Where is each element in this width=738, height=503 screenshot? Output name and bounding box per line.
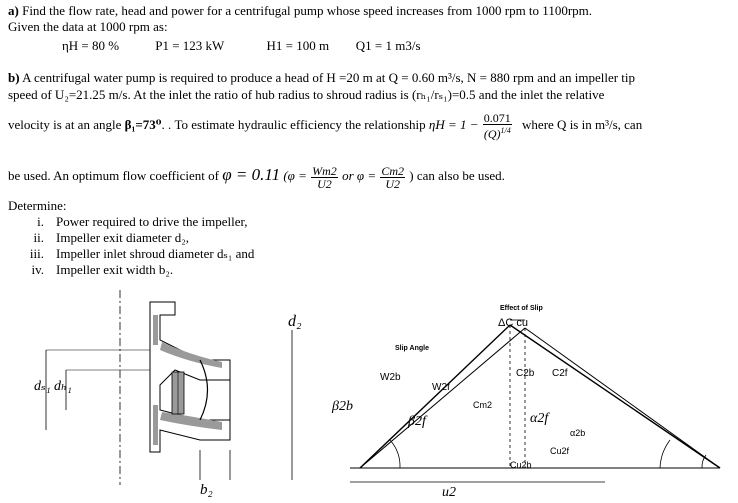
phi-numerator-1: Wm2 bbox=[311, 163, 338, 178]
list-item: iv. Impeller exit width b₂. bbox=[8, 262, 254, 278]
list-item-number: iii. bbox=[29, 246, 44, 261]
list-item: iii. Impeller inlet shroud diameter dₛ₁ a… bbox=[8, 246, 255, 262]
phi-def-1: (φ = bbox=[283, 168, 307, 183]
part-a-line1: a) Find the flow rate, head and power fo… bbox=[8, 3, 592, 19]
part-b-line1: b) A centrifugal water pump is required … bbox=[8, 70, 635, 86]
part-b-text4a: be used. An optimum flow coefficient of bbox=[8, 168, 223, 183]
label-cu2f: Cu2f bbox=[550, 446, 570, 456]
label-b2: b₂ bbox=[200, 482, 213, 498]
part-a-line2: Given the data at 1000 rpm as: bbox=[8, 19, 168, 34]
label-c2b: C2b bbox=[516, 368, 535, 379]
given-power: P1 = 123 kW bbox=[155, 38, 225, 53]
part-a-prefix: a) bbox=[8, 3, 19, 18]
efficiency-exponent: 1/4 bbox=[500, 126, 511, 136]
efficiency-numerator: 0.071 bbox=[482, 111, 512, 126]
efficiency-denominator: (Q)1/4 bbox=[483, 125, 512, 140]
part-b-text4b: ) can also be used. bbox=[409, 168, 505, 183]
label-w2b: W2b bbox=[380, 372, 401, 383]
list-item-text: Impeller exit diameter d₂, bbox=[56, 230, 190, 245]
label-effect-of-slip: Effect of Slip bbox=[500, 305, 543, 312]
label-u2: u2 bbox=[442, 485, 456, 500]
part-b-line2: speed of U₂=21.25 m/s. At the inlet the … bbox=[8, 87, 605, 102]
label-beta2b: β2b bbox=[331, 399, 353, 414]
label-delta-c: ΔC cu bbox=[498, 317, 528, 329]
part-b-text3a: velocity is at an angle bbox=[8, 117, 125, 132]
given-flow: Q1 = 1 m3/s bbox=[355, 38, 421, 53]
efficiency-equation: ηH = 1 − bbox=[428, 117, 479, 132]
label-alpha2f: α2f bbox=[530, 411, 550, 426]
part-b-text3c: where Q is in m³/s, can bbox=[522, 117, 643, 132]
part-b-line3: velocity is at an angle β₁=73⁰. . To est… bbox=[8, 110, 642, 140]
efficiency-denominator-base: (Q) bbox=[483, 127, 501, 142]
impeller-section-drawing: d₂ dₛ₁ dₕ₁ b₂ bbox=[34, 290, 302, 498]
given-head: H1 = 100 m bbox=[266, 38, 330, 53]
phi-def-2: or φ = bbox=[342, 168, 377, 183]
determine-heading: Determine: bbox=[8, 198, 67, 213]
label-slip-angle: Slip Angle bbox=[395, 345, 429, 352]
list-item-number: i. bbox=[37, 214, 44, 229]
phi-denominator-1: U2 bbox=[317, 176, 332, 191]
list-item-number: iv. bbox=[31, 262, 44, 277]
label-beta2f: β2f bbox=[407, 414, 428, 429]
phi-equation: φ = 0.11 bbox=[222, 165, 281, 184]
given-data: ηH = 80 % P1 = 123 kW H1 = 100 m Q1 = 1 … bbox=[62, 38, 421, 54]
label-d2: d₂ bbox=[288, 313, 302, 330]
phi-fraction-2: Cm2 U2 bbox=[380, 163, 406, 191]
label-cm2: Cm2 bbox=[473, 400, 492, 410]
list-item-number: ii. bbox=[33, 230, 44, 245]
list-item-text: Impeller exit width b₂. bbox=[56, 262, 174, 277]
part-b-prefix: b) bbox=[8, 70, 20, 85]
efficiency-fraction: 0.071 (Q)1/4 bbox=[482, 111, 512, 140]
beta1-angle: β₁=73⁰ bbox=[124, 117, 162, 132]
label-cu2b: Cu2b bbox=[510, 460, 532, 470]
label-w2f: W2f bbox=[432, 382, 450, 393]
label-ds1: dₛ₁ bbox=[34, 379, 51, 394]
phi-denominator-2: U2 bbox=[385, 176, 401, 191]
given-efficiency: ηH = 80 % bbox=[62, 38, 120, 53]
part-b-line4: be used. An optimum flow coefficient of … bbox=[8, 160, 505, 191]
part-b-text1: A centrifugal water pump is required to … bbox=[22, 70, 636, 85]
part-a-question: Find the flow rate, head and power for a… bbox=[22, 3, 593, 18]
part-b-text3b: . . To estimate hydraulic efficiency the… bbox=[161, 117, 429, 132]
velocity-triangle-drawing: u2 Effect of Slip ΔC cu Slip Angle W2b W… bbox=[331, 305, 721, 500]
list-item: i. Power required to drive the impeller, bbox=[8, 214, 254, 230]
list-item: ii. Impeller exit diameter d₂, bbox=[8, 230, 254, 246]
label-dh1: dₕ₁ bbox=[54, 379, 72, 394]
list-item-text: Power required to drive the impeller, bbox=[56, 214, 248, 229]
determine-list: i.Power required to drive the impeller, … bbox=[8, 214, 255, 278]
label-c2f: C2f bbox=[552, 368, 568, 379]
label-alpha2b: α2b bbox=[570, 428, 585, 438]
list-item-text: Impeller inlet shroud diameter dₛ₁ and bbox=[56, 246, 255, 261]
phi-fraction-1: Wm2 U2 bbox=[311, 165, 338, 190]
phi-numerator-2: Cm2 bbox=[380, 163, 406, 178]
